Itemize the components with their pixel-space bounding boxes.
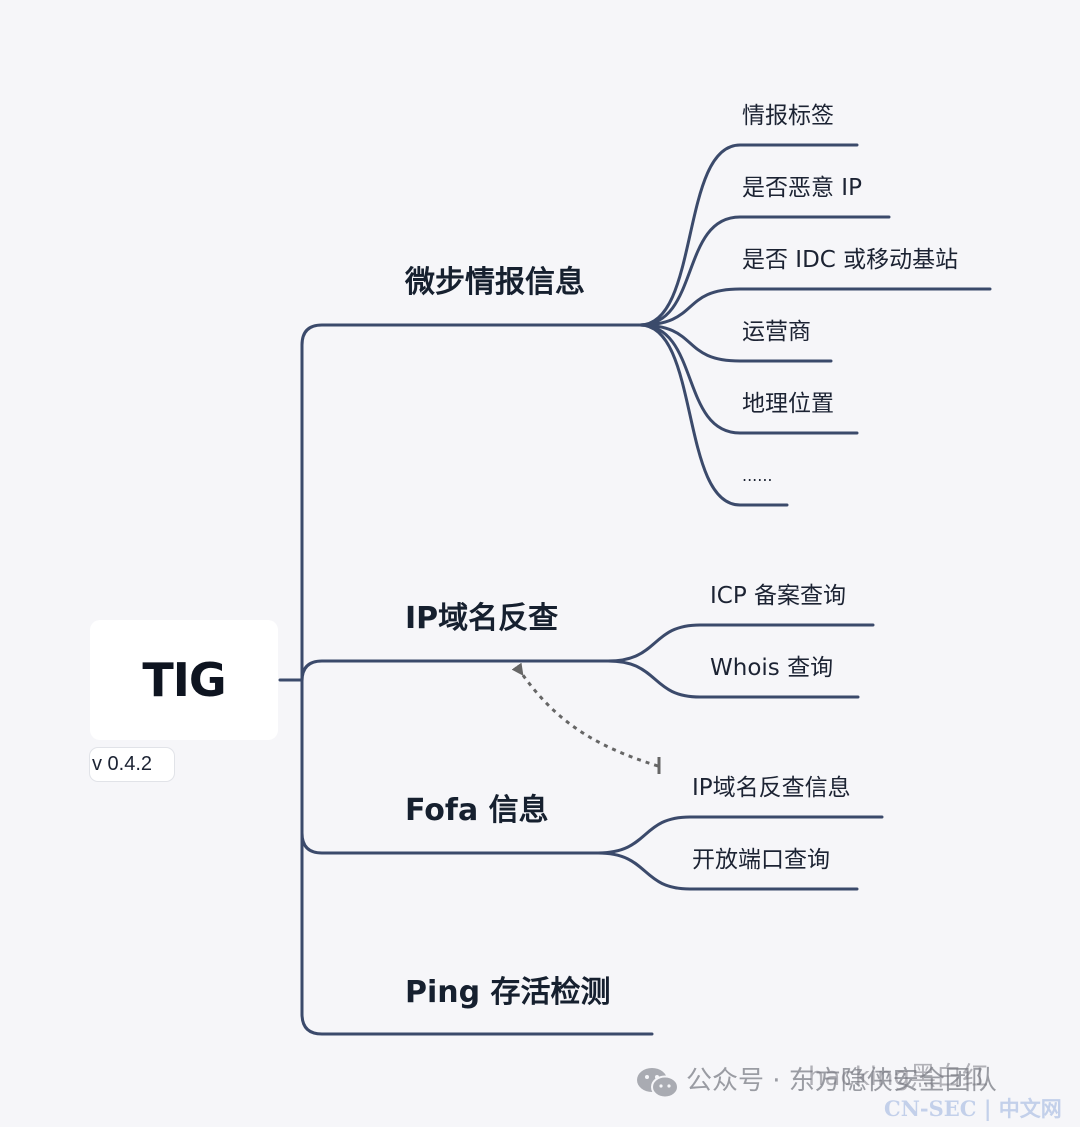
leaf-label-1-3[interactable]: 是否 IDC 或移动基站 (742, 247, 959, 273)
leaf-curve-1-5 (638, 323, 859, 435)
leaf-label-1-4[interactable]: 运营商 (742, 319, 811, 345)
leaf-label-1-1[interactable]: 情报标签 (742, 103, 834, 129)
branch-label-3[interactable]: Fofa 信息 (405, 793, 549, 828)
branch-label-2[interactable]: IP域名反查 (405, 601, 559, 636)
watermark-overlay: hacking黑白红 (808, 1062, 988, 1092)
leaf-curve-1-3 (638, 287, 992, 327)
branch-line-4 (300, 1012, 654, 1036)
branch-line-3 (300, 831, 600, 855)
wechat-icon (637, 1068, 679, 1099)
root-node[interactable]: TIG (90, 620, 278, 740)
branch-line-1 (300, 323, 642, 347)
watermark-account: 公众号 · 东方隐侠安全团队 (686, 1066, 997, 1096)
version-badge: v 0.4.2 (89, 747, 175, 782)
leaf-label-3-1[interactable]: IP域名反查信息 (692, 775, 851, 801)
leaf-curve-3-1 (596, 815, 884, 855)
leaf-curve-3-2 (596, 851, 859, 891)
leaf-label-1-5[interactable]: 地理位置 (742, 391, 834, 417)
relation-dashed-arrow (511, 662, 659, 768)
leaf-label-1-2[interactable]: 是否恶意 IP (742, 175, 862, 201)
leaf-curve-2-1 (606, 623, 875, 663)
leaf-curve-1-4 (638, 323, 833, 363)
leaf-curve-1-2 (638, 215, 891, 327)
leaf-label-2-1[interactable]: ICP 备案查询 (710, 583, 847, 609)
leaf-label-3-2[interactable]: 开放端口查询 (692, 847, 830, 873)
branch-line-2 (300, 659, 610, 683)
leaf-curve-1-1 (638, 143, 859, 327)
leaf-curve-1-6 (638, 323, 789, 507)
branch-label-4[interactable]: Ping 存活检测 (405, 975, 611, 1010)
leaf-label-1-6[interactable]: ...... (742, 466, 773, 485)
watermark-site: CN-SEC | 中文网 (884, 1096, 1062, 1121)
leaf-curve-2-2 (606, 659, 860, 699)
branch-label-1[interactable]: 微步情报信息 (405, 265, 585, 300)
leaf-label-2-2[interactable]: Whois 查询 (710, 655, 834, 681)
root-title: TIG (142, 653, 226, 707)
